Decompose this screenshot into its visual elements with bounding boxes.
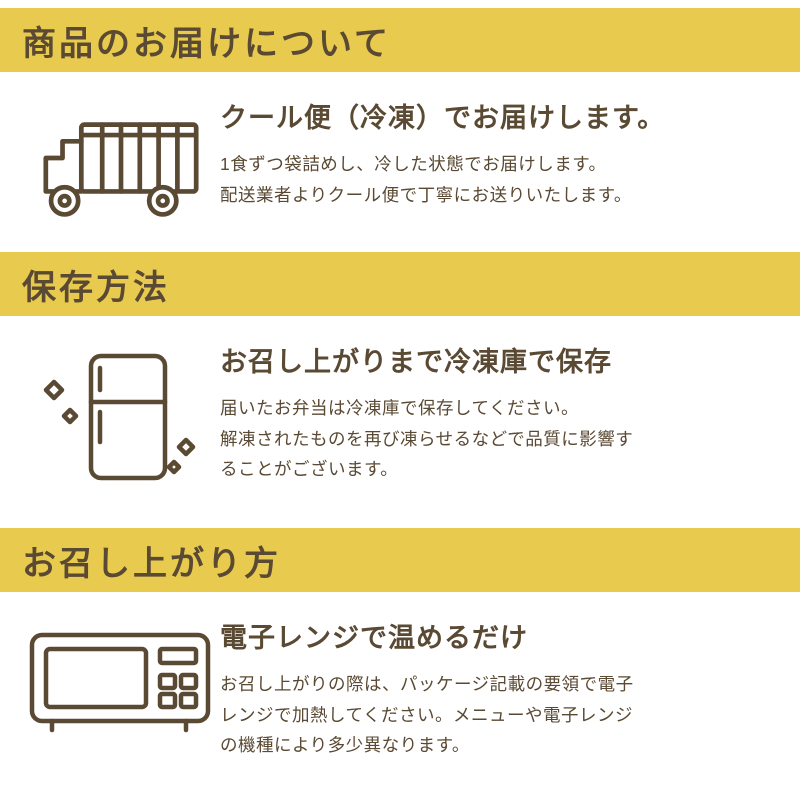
howto-body: お召し上がりの際は、パッケージ記載の要領で電子 レンジで加熱してください。メニュ… (220, 669, 760, 761)
storage-body-line: 届いたお弁当は冷凍庫で保存してください。 (220, 398, 579, 418)
section-howto: 電子レンジで温めるだけ お召し上がりの際は、パッケージ記載の要領で電子 レンジで… (0, 592, 800, 800)
delivery-body-line: 配送業者よりクール便で丁寧にお送りいたします。 (220, 184, 632, 205)
section-howto-text: 電子レンジで温めるだけ お召し上がりの際は、パッケージ記載の要領で電子 レンジで… (220, 616, 770, 761)
section-delivery-text: クール便（冷凍）でお届けします。 1食ずつ袋詰めし、冷した状態でお届けします。 … (220, 96, 770, 210)
banner-title: 保存方法 (22, 268, 170, 307)
section-banner-howto: お召し上がり方 (0, 528, 800, 592)
delivery-body: 1食ずつ袋詰めし、冷した状態でお届けします。 配送業者よりクール便で丁寧にお送り… (220, 149, 760, 210)
storage-body-line: ることがございます。 (220, 459, 399, 480)
storage-body-line: 解凍されたものを再び凍らせるなどで品質に影響す (220, 428, 634, 449)
microwave-icon (22, 626, 220, 738)
truck-icon (22, 110, 220, 228)
section-banner-storage: 保存方法 (0, 252, 800, 316)
fridge-icon (22, 348, 220, 496)
section-storage: お召し上がりまで冷凍庫で保存 届いたお弁当は冷凍庫で保存してください。 解凍され… (0, 316, 800, 528)
banner-title: お召し上がり方 (22, 544, 281, 583)
howto-heading: 電子レンジで温めるだけ (220, 623, 528, 653)
delivery-body-line: 1食ずつ袋詰めし、冷した状態でお届けします。 (220, 154, 607, 174)
howto-body-line: レンジで加熱してください。メニューや電子レンジ (220, 704, 633, 725)
section-delivery: クール便（冷凍）でお届けします。 1食ずつ袋詰めし、冷した状態でお届けします。 … (0, 72, 800, 252)
banner-title: 商品のお届けについて (22, 24, 391, 63)
section-storage-text: お召し上がりまで冷凍庫で保存 届いたお弁当は冷凍庫で保存してください。 解凍され… (220, 340, 770, 485)
storage-body: 届いたお弁当は冷凍庫で保存してください。 解凍されたものを再び凍らせるなどで品質… (220, 393, 760, 485)
howto-body-line: の機種により多少異なります。 (220, 735, 470, 756)
section-banner-delivery: 商品のお届けについて (0, 8, 800, 72)
storage-heading: お召し上がりまで冷凍庫で保存 (220, 347, 612, 377)
howto-body-line: お召し上がりの際は、パッケージ記載の要領で電子 (220, 674, 634, 694)
delivery-heading: クール便（冷凍）でお届けします。 (220, 103, 666, 133)
